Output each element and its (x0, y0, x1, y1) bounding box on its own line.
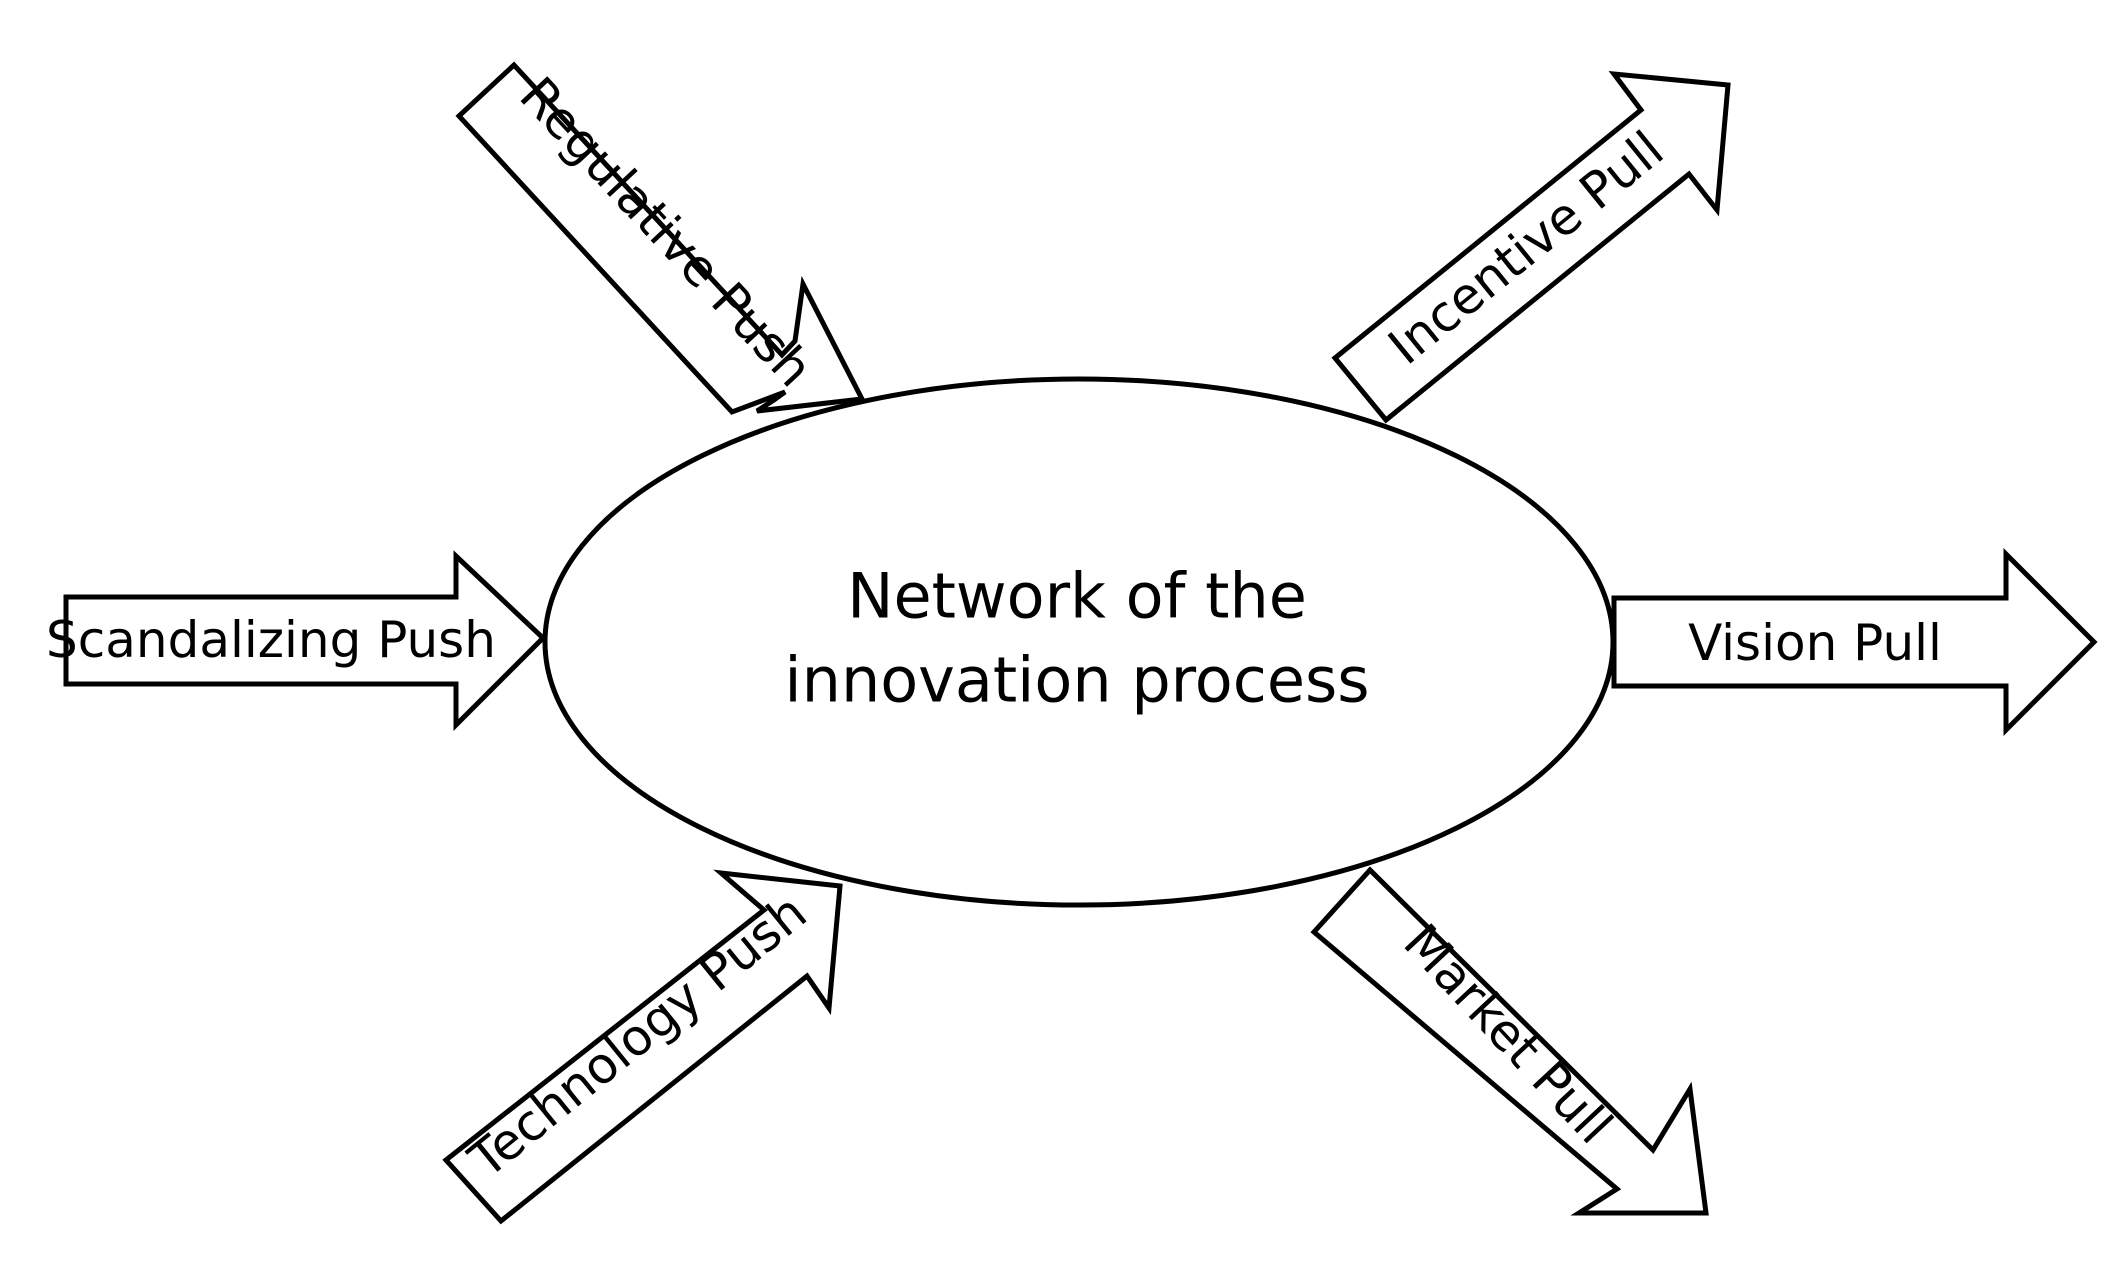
arrow-scandalizing-push: Scandalizing Push (46, 550, 547, 732)
arrow-scandalizing-push-shape (63, 550, 547, 732)
hub-ellipse (542, 376, 1616, 908)
hub-title-line2: innovation process (784, 644, 1369, 717)
arrow-incentive-pull-label: Incentive Pull (1378, 120, 1675, 376)
arrow-market-pull-label: Market Pull (1392, 913, 1623, 1155)
arrow-market-pull: Market Pull (1310, 866, 1709, 1216)
arrow-vision-pull-shape (1611, 547, 2098, 737)
hub-title-line1: Network of the (847, 560, 1307, 633)
arrow-regulative-push: Regulative Push (455, 61, 866, 415)
arrow-regulative-push-shape (455, 61, 866, 415)
arrow-technology-push: Technology Push (442, 869, 843, 1225)
arrow-scandalizing-push-label: Scandalizing Push (46, 611, 496, 669)
arrow-regulative-push-label: Regulative Push (509, 66, 824, 398)
arrow-vision-pull: Vision Pull (1611, 547, 2098, 737)
arrow-market-pull-shape (1310, 866, 1709, 1216)
arrow-technology-push-label: Technology Push (458, 883, 818, 1190)
arrow-technology-push-shape (442, 869, 843, 1225)
arrow-vision-pull-label: Vision Pull (1688, 614, 1942, 672)
arrow-incentive-pull-shape (1331, 70, 1731, 424)
arrow-incentive-pull: Incentive Pull (1331, 70, 1731, 424)
hub: Network of the innovation process (542, 376, 1616, 908)
